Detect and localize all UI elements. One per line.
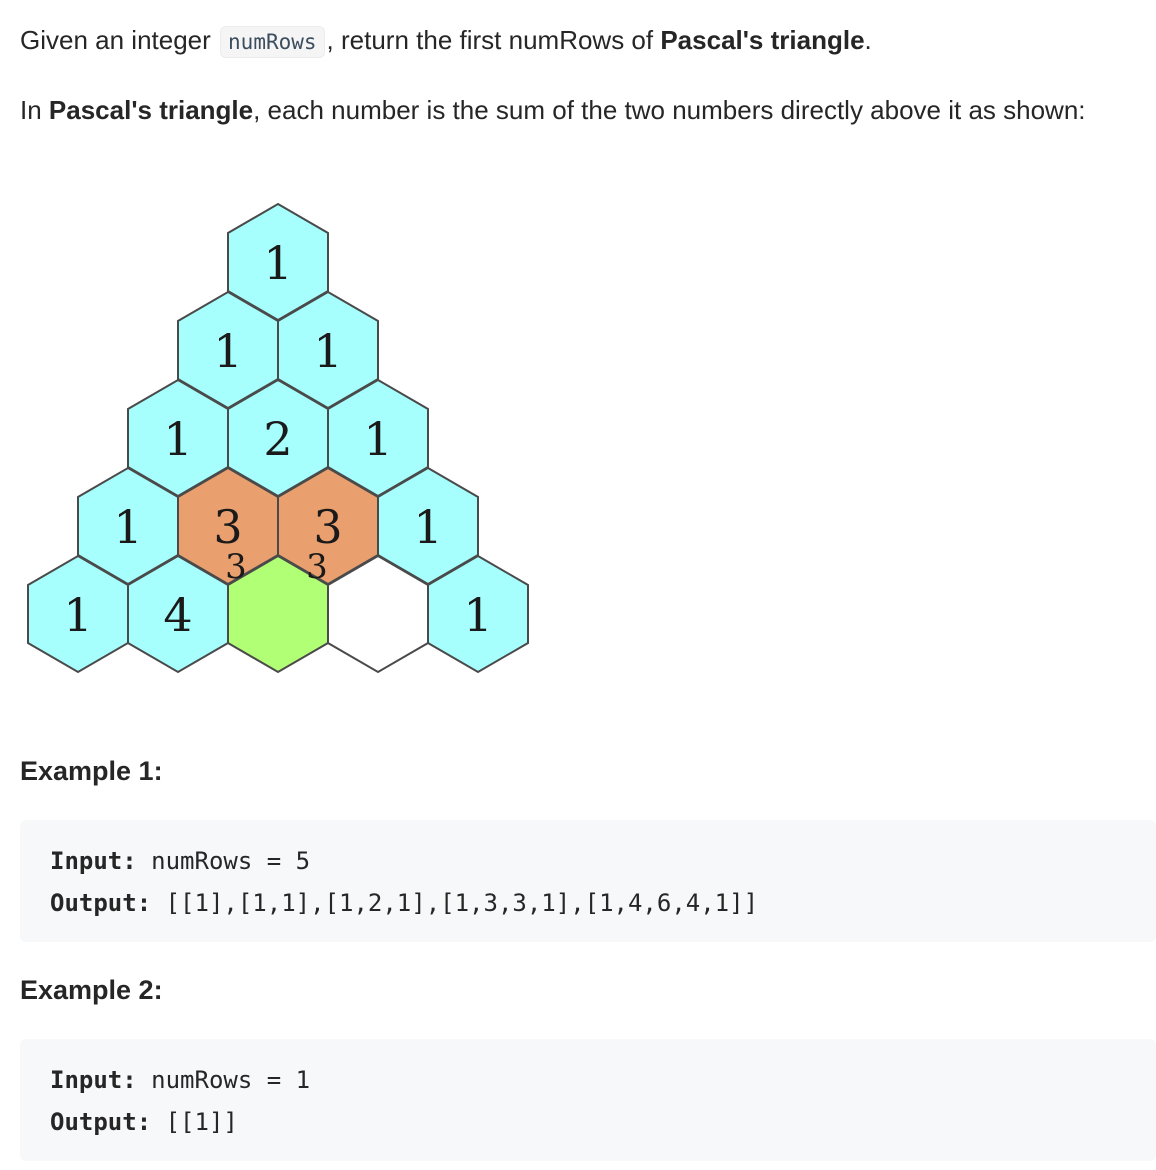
hex-small-label-0: 3 <box>225 547 247 587</box>
intro-text-1: Given an integer <box>20 25 211 55</box>
hex-value-r3-c2: 3 <box>313 500 342 554</box>
example-2-output-value: [[1]] <box>165 1108 238 1136</box>
description-paragraph: In Pascal's triangle, each number is the… <box>20 89 1130 131</box>
hex-value-r3-c3: 1 <box>413 500 442 554</box>
example-1-input-line: Input: numRows = 5 <box>50 840 1126 882</box>
description-bold-term: Pascal's triangle <box>48 95 254 125</box>
example-2-input-label: Input: <box>50 1066 137 1094</box>
example-2-output-label: Output: <box>50 1108 152 1136</box>
intro-text-3: . <box>864 25 872 55</box>
example-1-input-label: Input: <box>50 847 137 875</box>
hex-value-r4-c4: 1 <box>463 588 492 642</box>
hex-value-r2-c1: 2 <box>263 412 292 466</box>
hex-value-r1-c0: 1 <box>213 324 242 378</box>
hex-value-r2-c2: 1 <box>363 412 392 466</box>
hex-value-r3-c1: 3 <box>213 500 242 554</box>
hex-value-r2-c0: 1 <box>163 412 192 466</box>
example-1-output-value: [[1],[1,1],[1,2,1],[1,3,3,1],[1,4,6,4,1]… <box>165 889 759 917</box>
example-2-input-value: numRows = 1 <box>151 1066 311 1094</box>
example-2-input-line: Input: numRows = 1 <box>50 1059 1126 1101</box>
example-1-input-value: numRows = 5 <box>151 847 311 875</box>
intro-bold-term: Pascal's triangle <box>660 25 865 55</box>
hex-value-r0-c0: 1 <box>263 236 292 290</box>
example-1-output-line: Output: [[1],[1,1],[1,2,1],[1,3,3,1],[1,… <box>50 882 1126 924</box>
example-2-code-block: Input: numRows = 1 Output: [[1]] <box>20 1039 1156 1161</box>
example-1-title: Example 1: <box>20 756 163 786</box>
description-text-1: In <box>20 95 42 125</box>
hex-cell-r4-c4 <box>427 554 529 674</box>
param-code: numRows <box>220 26 325 58</box>
example-1-code-block: Input: numRows = 5 Output: [[1],[1,1],[1… <box>20 820 1156 942</box>
hex-value-r3-c0: 1 <box>113 500 142 554</box>
intro-text-2: , return the first numRows of <box>326 25 654 55</box>
example-2-output-line: Output: [[1]] <box>50 1101 1126 1143</box>
hex-value-r4-c1: 4 <box>163 588 192 642</box>
example-1-output-label: Output: <box>50 889 152 917</box>
example-2-title: Example 2: <box>20 975 163 1005</box>
description-text-2: , each number is the sum of the two numb… <box>253 95 1086 125</box>
hex-value-r1-c1: 1 <box>313 324 342 378</box>
hex-value-r4-c0: 1 <box>63 588 92 642</box>
hex-small-label-1: 3 <box>306 547 328 587</box>
intro-paragraph: Given an integer numRows, return the fir… <box>20 19 872 63</box>
